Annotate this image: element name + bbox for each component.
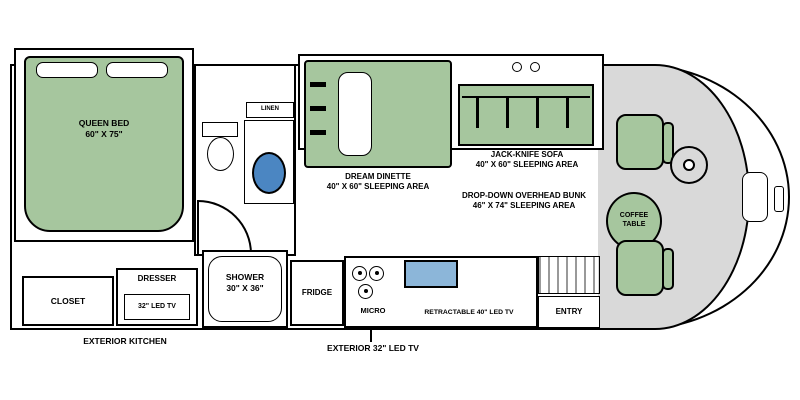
jack-knife-sofa: [458, 84, 594, 146]
dresser-label: DRESSER: [137, 274, 177, 283]
exterior-tv-tick: [370, 330, 372, 342]
closet: CLOSET: [22, 276, 114, 326]
ceiling-light-icon: [512, 62, 522, 72]
sofa-divider: [566, 96, 569, 128]
retractable-tv: [404, 260, 458, 288]
front-cap-detail: [774, 186, 784, 212]
retractable-tv-label: RETRACTABLE 40" LED TV: [424, 309, 514, 316]
passenger-seat: [616, 240, 664, 296]
linen-cabinet: LINEN: [246, 102, 294, 118]
entry: ENTRY: [538, 296, 600, 328]
driver-seat-armrest: [662, 122, 674, 164]
toilet-tank: [202, 122, 238, 137]
toilet-bowl: [207, 137, 234, 171]
stove-burner-icon: [369, 266, 384, 281]
entry-steps: [538, 256, 600, 294]
shower-pan: [208, 256, 282, 322]
fridge: FRIDGE: [290, 260, 344, 326]
passenger-seat-armrest: [662, 248, 674, 290]
stove-burner-icon: [358, 284, 373, 299]
sofa-back-line: [462, 96, 590, 98]
exterior-kitchen-label: EXTERIOR KITCHEN: [83, 336, 167, 346]
micro-label: MICRO: [360, 306, 386, 315]
dinette-label: DREAM DINETTE 40" X 60" SLEEPING AREA: [326, 172, 430, 191]
dinette-seat-mark: [310, 130, 326, 135]
dashboard-console: [742, 172, 768, 222]
exterior-tv-label: EXTERIOR 32" LED TV: [327, 343, 419, 353]
stove-burner-icon: [352, 266, 367, 281]
queen-bed: [24, 56, 184, 232]
dinette-table: [338, 72, 372, 156]
dream-dinette: [304, 60, 452, 168]
sofa-divider: [506, 96, 509, 128]
steering-wheel-hub: [683, 159, 695, 171]
bath-sink: [252, 152, 286, 194]
shower-label: SHOWER 30" X 36": [225, 272, 265, 293]
steering-wheel-icon: [670, 146, 708, 184]
driver-seat: [616, 114, 664, 170]
ceiling-light-icon: [530, 62, 540, 72]
dinette-seat-mark: [310, 106, 326, 111]
queen-bed-label: QUEEN BED 60" X 75": [78, 118, 130, 139]
pillow-icon: [36, 62, 98, 78]
dresser-tv: 32" LED TV: [124, 294, 190, 320]
sofa-divider: [536, 96, 539, 128]
sofa-divider: [476, 96, 479, 128]
pillow-icon: [106, 62, 168, 78]
overhead-bunk-label: DROP-DOWN OVERHEAD BUNK 46" X 74" SLEEPI…: [462, 191, 586, 210]
sofa-label: JACK-KNIFE SOFA 40" X 60" SLEEPING AREA: [475, 150, 579, 169]
dinette-seat-mark: [310, 82, 326, 87]
